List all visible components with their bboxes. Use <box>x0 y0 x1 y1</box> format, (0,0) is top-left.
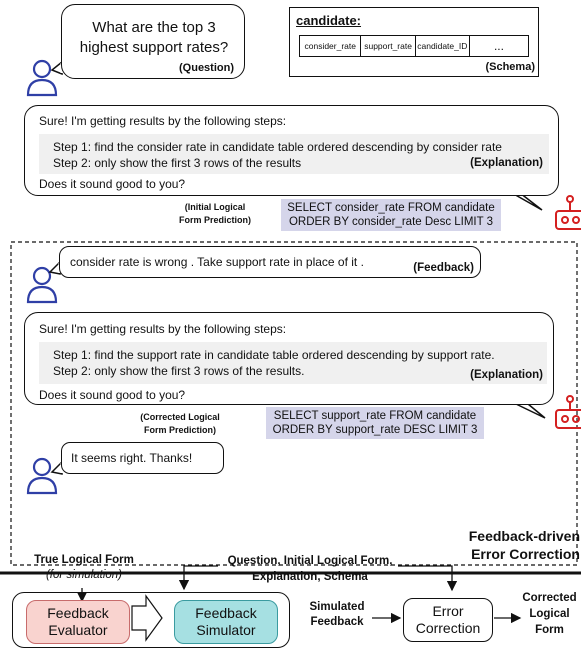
true-form-label: True Logical Form (for simulation) <box>14 553 154 583</box>
simulated-line-2: Feedback <box>310 616 364 628</box>
confirm-bubble: It seems right. Thanks! <box>61 442 224 474</box>
user-icon <box>26 266 58 304</box>
arrow-inputs-correction <box>398 565 458 592</box>
inputs-label: Question, Initial Logical Form, Explanat… <box>205 553 415 585</box>
output-line-2: Logical <box>529 608 570 620</box>
robot-icon <box>555 395 581 429</box>
true-form-subtitle: (for simulation) <box>45 569 123 581</box>
question-bubble: What are the top 3 highest support rates… <box>61 4 245 79</box>
explanation-tag: (Explanation) <box>470 157 543 169</box>
initial-sql-line-2: ORDER BY consider_rate Desc LIMIT 3 <box>288 216 494 228</box>
corrected-sql: SELECT support_rate FROM candidate ORDER… <box>266 407 484 439</box>
schema-columns: consider_rate support_rate candidate_ID … <box>299 35 529 57</box>
feedback-evaluator-box: Feedback Evaluator <box>26 600 130 644</box>
user-icon <box>26 457 58 495</box>
initial-prediction-label-2: Form Prediction) <box>178 215 251 225</box>
schema-column: ... <box>493 39 504 53</box>
schema-column: support_rate <box>361 36 416 56</box>
error-correction-box: Error Correction <box>403 598 493 642</box>
output-line-1: Corrected <box>522 592 577 604</box>
corrected-prediction-label: (Corrected Logical Form Prediction) <box>120 411 240 437</box>
explanation-steps: Step 1: find the support rate in candida… <box>39 342 547 384</box>
schema-column: candidate_ID <box>416 36 470 56</box>
confirm-text: It seems right. Thanks! <box>71 451 193 465</box>
correction-line-1: Error <box>432 603 464 619</box>
explanation-bubble-2: Sure! I'm getting results by the followi… <box>24 312 554 405</box>
simulator-line-2: Simulator <box>196 622 256 638</box>
question-tag: (Question) <box>179 62 234 74</box>
bubble-tail <box>515 403 546 419</box>
feedback-text: consider rate is wrong . Take support ra… <box>70 255 364 269</box>
question-line-1: What are the top 3 <box>92 19 216 36</box>
arrow-inputs-simulator <box>178 565 218 591</box>
explanation-steps: Step 1: find the consider rate in candid… <box>39 134 549 174</box>
schema-column: consider_rate <box>300 36 362 56</box>
simulated-line-1: Simulated <box>309 601 365 613</box>
initial-sql: SELECT consider_rate FROM candidate ORDE… <box>281 199 501 231</box>
question-line-2: highest support rates? <box>79 39 229 56</box>
simulated-feedback-label: Simulated Feedback <box>300 600 374 630</box>
true-form-title: True Logical Form <box>34 554 134 566</box>
inputs-line-2: Explanation, Schema <box>252 571 368 583</box>
explanation-question: Does it sound good to you? <box>39 388 186 402</box>
explanation-step-1: Step 1: find the consider rate in candid… <box>53 140 502 154</box>
robot-icon <box>555 195 581 230</box>
feedback-bubble: consider rate is wrong . Take support ra… <box>59 246 481 278</box>
schema-tag: (Schema) <box>485 61 535 73</box>
explanation-tag: (Explanation) <box>470 369 543 381</box>
corrected-prediction-label-1: (Corrected Logical <box>140 412 220 422</box>
section-title-line-2: Error Correction <box>471 546 580 562</box>
explanation-step-2: Step 2: only show the first 3 rows of th… <box>53 156 302 170</box>
explanation-question: Does it sound good to you? <box>39 177 186 191</box>
initial-prediction-label-1: (Initial Logical <box>184 202 246 212</box>
section-title-line-1: Feedback-driven <box>468 528 580 544</box>
feedback-tag: (Feedback) <box>413 262 474 274</box>
inputs-line-1: Question, Initial Logical Form, <box>227 555 393 567</box>
explanation-bubble-1: Sure! I'm getting results by the followi… <box>24 105 559 196</box>
schema-table-name: candidate: <box>296 13 362 28</box>
initial-sql-line-1: SELECT consider_rate FROM candidate <box>287 202 495 214</box>
section-title: Feedback-driven Error Correction <box>420 527 580 563</box>
user-icon <box>26 59 58 97</box>
block-arrow <box>131 594 163 642</box>
correction-line-2: Correction <box>415 620 481 636</box>
schema-box: candidate: consider_rate support_rate ca… <box>289 7 539 77</box>
corrected-form-label: Corrected Logical Form <box>518 590 581 638</box>
corrected-sql-line-1: SELECT support_rate FROM candidate <box>273 410 477 422</box>
explanation-intro: Sure! I'm getting results by the followi… <box>39 114 287 128</box>
evaluator-line-2: Evaluator <box>48 622 108 638</box>
simulator-line-1: Feedback <box>195 605 257 621</box>
explanation-step-1: Step 1: find the support rate in candida… <box>53 348 495 362</box>
corrected-prediction-label-2: Form Prediction) <box>143 425 216 435</box>
initial-prediction-label: (Initial Logical Form Prediction) <box>170 201 260 227</box>
explanation-intro: Sure! I'm getting results by the followi… <box>39 322 287 336</box>
section-frame <box>10 241 578 566</box>
evaluator-line-1: Feedback <box>47 605 109 621</box>
explanation-step-2: Step 2: only show the first 3 rows of th… <box>53 364 305 378</box>
output-line-3: Form <box>535 624 564 636</box>
feedback-simulator-box: Feedback Simulator <box>174 600 278 644</box>
corrected-sql-line-2: ORDER BY support_rate DESC LIMIT 3 <box>272 424 478 436</box>
